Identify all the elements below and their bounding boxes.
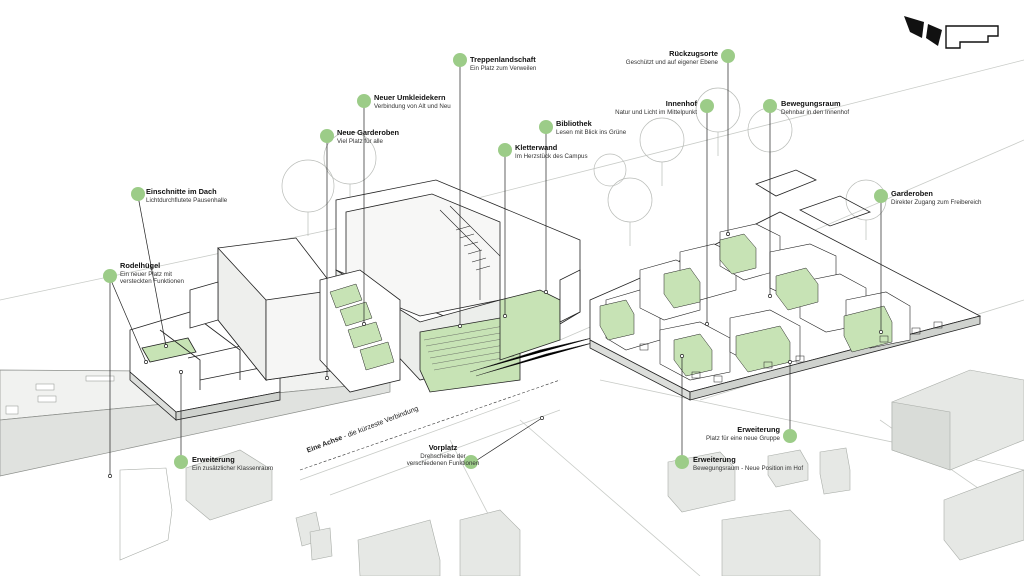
annotation-subtitle: Ein neuer Platz mit versteckten Funktion… [120, 270, 184, 286]
annotation-subtitle: Direkter Zugang zum Freibereich [891, 198, 982, 206]
leader-endpoints [108, 232, 883, 478]
marker-erweiterung-gruppe [783, 429, 797, 443]
annotation-title: Erweiterung [693, 455, 736, 464]
annotation-title: Rodelhügel [120, 261, 161, 270]
annotation-bewegungsraum: Bewegungsraum Dehnbar in den Innenhof [781, 99, 850, 116]
annotation-title: Kletterwand [515, 143, 558, 152]
annotation-title: Erweiterung [737, 425, 780, 434]
marker-bibliothek [539, 120, 553, 134]
annotation-subtitle: Ein zusätzlicher Klassenraum [192, 464, 274, 472]
annotation-markers [103, 49, 888, 469]
marker-vorplatz [464, 455, 478, 469]
annotation-subtitle: Lichtdurchflutete Pausenhalle [146, 196, 228, 204]
marker-garderoben [874, 189, 888, 203]
annotation-treppenlandschaft: Treppenlandschaft Ein Platz zum Verweile… [470, 55, 537, 72]
annotation-title: Einschnitte im Dach [146, 187, 217, 196]
annotation-title: Erweiterung [192, 455, 235, 464]
annotation-subtitle: Verbindung von Alt und Neu [374, 102, 451, 110]
annotation-title: Vorplatz [428, 443, 458, 452]
annotation-subtitle: Drehscheibe der verschiedenen Funktionen [406, 452, 480, 468]
annotation-title: Bewegungsraum [781, 99, 841, 108]
annotation-kletterwand: Kletterwand Im Herzstück des Campus [515, 143, 588, 160]
annotation-subtitle: Geschützt und auf eigener Ebene [625, 58, 718, 66]
annotation-subtitle: Platz für eine neue Gruppe [706, 434, 780, 442]
marker-neue-garderoben [320, 129, 334, 143]
annotation-title: Neue Garderoben [337, 128, 400, 137]
marker-umkleidekern [357, 94, 371, 108]
annotation-einschnitte: Einschnitte im Dach Lichtdurchflutete Pa… [146, 187, 228, 204]
context-buildings [119, 369, 1024, 576]
annotation-title: Garderoben [891, 189, 933, 198]
annotation-subtitle: Im Herzstück des Campus [515, 152, 588, 160]
annotation-subtitle: Bewegungsraum - Neue Position im Hof [693, 464, 804, 472]
annotation-title: Innenhof [665, 99, 697, 108]
annotation-garderoben: Garderoben Direkter Zugang zum Freiberei… [891, 189, 982, 206]
annotation-title: Treppenlandschaft [470, 55, 536, 64]
annotation-title: Bibliothek [556, 119, 592, 128]
leader-lines [109, 58, 882, 476]
annotation-title: Rückzugsorte [669, 49, 718, 58]
west-wing [129, 237, 337, 421]
marker-innenhof [700, 99, 714, 113]
annotation-bibliothek: Bibliothek Lesen mit Blick ins Grüne [556, 119, 627, 136]
main-hall [319, 179, 605, 393]
annotation-erweiterung-bewegung: Erweiterung Bewegungsraum - Neue Positio… [693, 455, 804, 472]
annotation-subtitle: Ein Platz zum Verweilen [470, 64, 537, 72]
annotation-subtitle: Lesen mit Blick ins Grüne [556, 128, 627, 136]
annotation-innenhof: Innenhof Natur und Licht im Mittelpunkt [615, 99, 697, 116]
marker-rodelhuegel [103, 269, 117, 283]
annotation-erweiterung-gruppe: Erweiterung Platz für eine neue Gruppe [706, 425, 780, 442]
annotation-erweiterung-klasse: Erweiterung Ein zusätzlicher Klassenraum [192, 455, 274, 472]
architect-logo-icon [904, 16, 999, 49]
annotation-rodelhuegel: Rodelhügel Ein neuer Platz mit versteckt… [120, 261, 184, 286]
annotation-subtitle: Dehnbar in den Innenhof [781, 108, 850, 116]
marker-erweiterung-klasse [174, 455, 188, 469]
annotation-subtitle: Natur und Licht im Mittelpunkt [615, 108, 697, 116]
annotation-neue-garderoben: Neue Garderoben Viel Platz für alle [337, 128, 400, 145]
marker-treppenlandschaft [453, 53, 467, 67]
marker-einschnitte [131, 187, 145, 201]
axis-line [299, 379, 561, 471]
annotation-subtitle: Viel Platz für alle [337, 137, 383, 145]
annotation-rueckzugsorte: Rückzugsorte Geschützt und auf eigener E… [625, 49, 718, 66]
marker-rueckzugsorte [721, 49, 735, 63]
marker-kletterwand [498, 143, 512, 157]
east-campus [589, 169, 982, 401]
marker-bewegungsraum [763, 99, 777, 113]
annotation-vorplatz: Vorplatz Drehscheibe der verschiedenen F… [400, 443, 486, 468]
annotation-title: Neuer Umkleidekern [374, 93, 446, 102]
annotation-umkleidekern: Neuer Umkleidekern Verbindung von Alt un… [374, 93, 451, 110]
marker-erweiterung-bewegung [675, 455, 689, 469]
